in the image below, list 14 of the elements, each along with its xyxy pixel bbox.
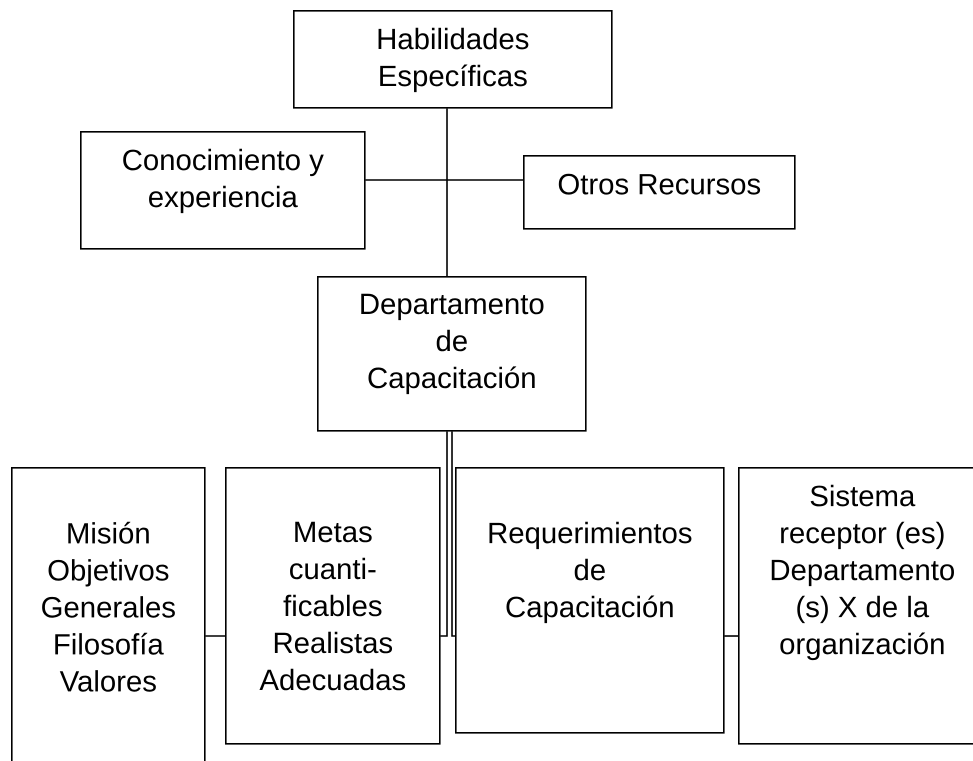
connector-line (366, 179, 523, 181)
connector-line (206, 635, 225, 637)
text-box: Requerimientos de Capacitación (455, 467, 725, 734)
text-box: Otros Recursos (523, 155, 796, 230)
text-box: Sistema receptor (es) Departamento (s) X de la organización (738, 467, 973, 745)
text-box: Metas cuanti-ficables Realistas Adecuadas (225, 467, 441, 745)
connector-line (724, 635, 738, 637)
connector-line (451, 432, 455, 637)
text-box: Departamento de Capacitación (317, 276, 587, 432)
text-box: Conocimiento y experiencia (80, 131, 366, 250)
connector-line (446, 108, 448, 276)
text-box: Habilidades Específicas (293, 10, 613, 109)
connector-line (440, 432, 448, 637)
text-box: Misión Objetivos Generales Filosofía Valores (11, 467, 206, 761)
